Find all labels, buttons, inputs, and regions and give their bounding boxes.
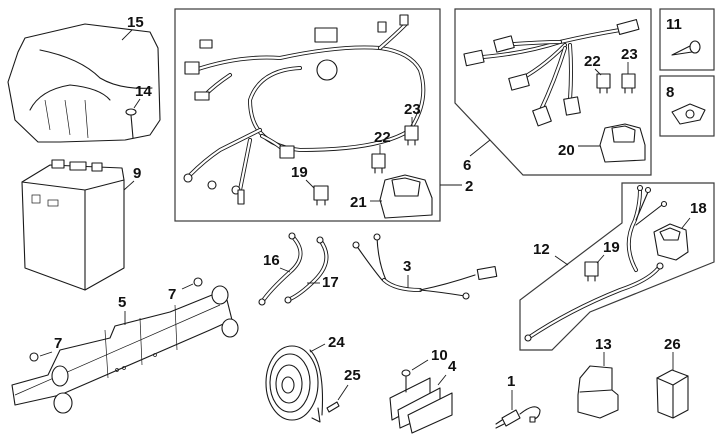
leader-line xyxy=(279,267,291,273)
callout-23-main: 23 xyxy=(404,101,421,118)
clip-nut-part[interactable] xyxy=(671,103,706,125)
callout-4: 4 xyxy=(448,358,457,375)
leader-line xyxy=(596,254,605,264)
bolt-10-part[interactable] xyxy=(401,369,411,393)
clip-nut-group-box xyxy=(659,75,715,137)
callout-26: 26 xyxy=(664,336,681,353)
flasher-relay-part[interactable] xyxy=(656,369,689,419)
fuse-19-part[interactable] xyxy=(313,185,329,206)
callout-21: 21 xyxy=(350,194,367,211)
callout-7-lower: 7 xyxy=(54,335,62,352)
cable-17-part[interactable] xyxy=(284,236,329,304)
leader-line xyxy=(309,343,326,353)
leader-line xyxy=(133,98,141,109)
leader-line xyxy=(469,139,491,157)
leader-line xyxy=(123,180,135,191)
battery-stay-part[interactable] xyxy=(11,285,239,414)
cable-16-part[interactable] xyxy=(258,232,303,306)
regulator-rectifier-part[interactable] xyxy=(389,377,453,434)
leader-line xyxy=(681,217,691,229)
bolt-14-part[interactable] xyxy=(125,108,137,139)
callout-9: 9 xyxy=(133,165,141,182)
fuse-19-relay-part[interactable] xyxy=(584,261,599,282)
callout-15: 15 xyxy=(127,14,144,31)
fuse-22-part[interactable] xyxy=(371,153,386,174)
callout-22-sub: 22 xyxy=(584,53,601,70)
callout-12: 12 xyxy=(533,241,550,258)
bolt-25-part[interactable] xyxy=(326,401,340,413)
relay-cable-group-box xyxy=(519,182,715,351)
callout-16: 16 xyxy=(263,252,280,269)
callout-18: 18 xyxy=(690,200,707,217)
callout-14: 14 xyxy=(135,83,152,100)
sub-wire-3-part[interactable] xyxy=(352,233,498,300)
leader-line xyxy=(305,179,315,189)
callout-20: 20 xyxy=(558,142,575,159)
callout-3: 3 xyxy=(403,258,411,275)
leader-line xyxy=(411,359,429,371)
leader-line xyxy=(337,384,349,401)
starter-cable-12-part[interactable] xyxy=(524,184,668,342)
leader-line xyxy=(181,283,194,290)
battery-cover-part[interactable] xyxy=(7,23,161,143)
callout-8: 8 xyxy=(666,84,674,101)
fuse-23-part[interactable] xyxy=(404,125,419,146)
bulb-socket-part[interactable] xyxy=(495,406,541,429)
horn-part[interactable] xyxy=(265,345,323,423)
fuse-box-21-part[interactable] xyxy=(379,174,433,219)
fuse-22-sub-part[interactable] xyxy=(596,73,611,94)
screw-group-box xyxy=(659,8,715,71)
fuse-box-20-part[interactable] xyxy=(599,123,646,163)
callout-13: 13 xyxy=(595,336,612,353)
relay-cover-18-part[interactable] xyxy=(653,223,689,261)
callout-1: 1 xyxy=(507,373,515,390)
callout-22-main: 22 xyxy=(374,129,391,146)
leader-line xyxy=(594,68,602,76)
sub-harness-group-box xyxy=(454,8,652,176)
fuse-23-sub-part[interactable] xyxy=(621,73,636,94)
callout-10: 10 xyxy=(431,347,448,364)
callout-24: 24 xyxy=(328,334,345,351)
leader-line xyxy=(437,374,447,386)
callout-17: 17 xyxy=(322,274,339,291)
callout-11: 11 xyxy=(666,16,682,33)
fuse-box-sub-harness-part[interactable] xyxy=(463,19,640,127)
main-harness-group-box xyxy=(174,8,441,222)
callout-19-main: 19 xyxy=(291,164,308,181)
callout-5: 5 xyxy=(118,294,126,311)
callout-2: 2 xyxy=(465,178,473,195)
starter-relay-part[interactable] xyxy=(577,365,619,419)
callout-7-upper: 7 xyxy=(168,286,176,303)
leader-line xyxy=(39,351,53,357)
leader-line xyxy=(554,255,569,266)
callout-6: 6 xyxy=(463,157,471,174)
tapping-screw-part[interactable] xyxy=(671,40,701,56)
nut-7-lower[interactable] xyxy=(29,352,39,362)
battery-part[interactable] xyxy=(21,159,125,291)
leader-line xyxy=(121,29,133,41)
main-wiring-harness-part[interactable] xyxy=(183,14,426,205)
callout-19-relay: 19 xyxy=(603,239,620,256)
callout-25: 25 xyxy=(344,367,361,384)
nut-7-upper[interactable] xyxy=(193,277,203,287)
callout-23-sub: 23 xyxy=(621,46,638,63)
